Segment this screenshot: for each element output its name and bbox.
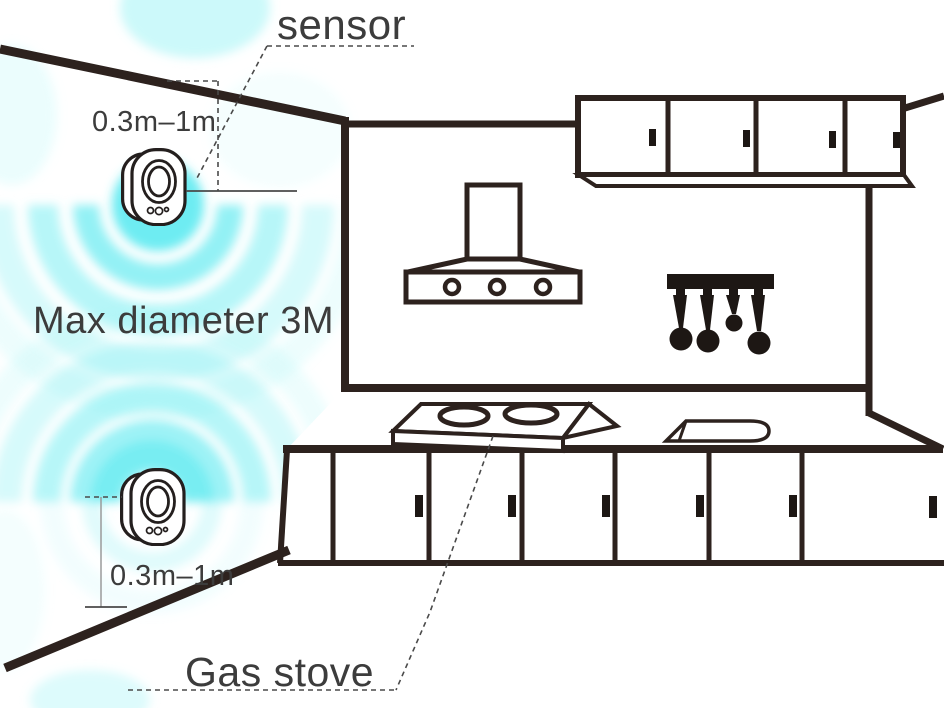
- counter-right-edge: [867, 409, 944, 453]
- door-handle: [649, 129, 656, 146]
- hood-button: [442, 277, 462, 297]
- hanging-utensil: [747, 289, 771, 355]
- upper-cabinet-body: [575, 95, 906, 178]
- annotations: sensor 0.3m–1m Max diameter 3M 0.3m–1m G…: [33, 1, 494, 695]
- range-hood: [403, 182, 583, 305]
- upper-distance-label: 0.3m–1m: [92, 106, 216, 138]
- hanging-utensil: [696, 289, 720, 353]
- lower-cabinets: [277, 445, 944, 566]
- lower-sensor-ripple: [0, 303, 351, 708]
- door-handle: [743, 130, 750, 147]
- gas-stove-leader-line: [395, 435, 494, 691]
- stove-front: [391, 428, 565, 454]
- sensor-leader-line: [195, 45, 268, 181]
- gas-stove: [388, 401, 622, 454]
- door-handle: [789, 495, 797, 517]
- upper-cabinet-rim: [572, 173, 916, 188]
- stove-right-cap: [558, 401, 622, 442]
- door-handle: [602, 495, 610, 517]
- cabinet-left-edge: [277, 449, 290, 564]
- hood-button: [533, 277, 553, 297]
- lower-distance-label: 0.3m–1m: [110, 560, 234, 592]
- sink-divider: [677, 420, 688, 442]
- gas-sensor-upper: [121, 148, 187, 226]
- hanging-utensil: [669, 289, 693, 351]
- hanging-utensil: [725, 289, 743, 332]
- door-handle: [929, 496, 937, 518]
- door-handle: [696, 495, 704, 517]
- hood-duct: [464, 182, 523, 262]
- ceiling-line-left: [0, 44, 346, 126]
- door-handle: [829, 131, 836, 148]
- stove-burner: [437, 404, 491, 428]
- door-handle: [508, 495, 516, 517]
- gas-sensor-lower: [120, 468, 186, 546]
- stove-burner: [502, 402, 560, 426]
- door-handle: [415, 495, 423, 517]
- hood-button: [487, 277, 507, 297]
- sensor-label: sensor: [277, 1, 406, 48]
- sink: [661, 419, 771, 443]
- utensil-rack: [667, 274, 774, 355]
- ceiling-line-right: [903, 92, 944, 112]
- sink-basin: [661, 419, 771, 443]
- upper-cabinets: [572, 95, 916, 188]
- rack-bar: [667, 274, 774, 289]
- gas-stove-label: Gas stove: [185, 649, 374, 695]
- max-diameter-label: Max diameter 3M: [33, 300, 334, 342]
- door-handle: [893, 132, 900, 148]
- floor-line: [3, 545, 291, 673]
- room-structure: [0, 44, 944, 673]
